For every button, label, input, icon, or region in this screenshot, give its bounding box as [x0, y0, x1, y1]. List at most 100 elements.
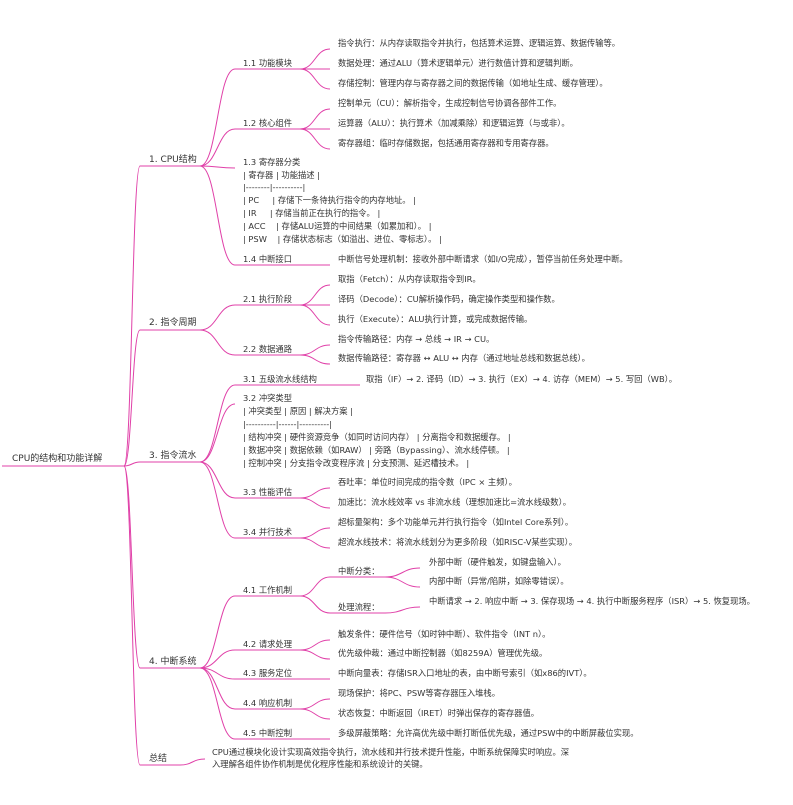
leaf-internal-interrupt[interactable]: 内部中断（异常/陷阱，如除零错误）。: [429, 576, 569, 586]
edge-leaf-0-0: [299, 48, 331, 70]
node-register-table-title[interactable]: 1.3 寄存器分类: [243, 157, 301, 167]
node-interrupt-system[interactable]: 4. 中断系统: [149, 657, 197, 667]
register-table-line: | IR | 存储当前正在执行的指令。 |: [243, 208, 381, 218]
leaf-speedup[interactable]: 加速比：流水线效率 vs 非流水线（理想加速比=流水线级数）。: [338, 497, 572, 507]
edge-handling-steps: [384, 606, 421, 614]
node-request-handling[interactable]: 4.2 请求处理: [243, 639, 293, 649]
edge-leaf-8-0: [299, 639, 331, 651]
leaf-data-processing[interactable]: 数据处理：通过ALU（算术逻辑单元）进行数值计算和逻辑判断。: [338, 58, 578, 68]
register-table-line: | ACC | 存储ALU运算的中间结果（如累加和）。 |: [243, 221, 432, 231]
hazard-table-line: | 控制冲突 | 分支指令改变程序流 | 分支预测、延迟槽技术。 |: [243, 458, 470, 468]
edge-sec-330-0: [199, 304, 236, 331]
edge-sec-462-3: [199, 461, 236, 539]
node-performance-eval[interactable]: 3.3 性能评估: [243, 487, 293, 497]
leaf-alu[interactable]: 运算器（ALU）：执行算术（加减乘除）和逻辑运算（与或非）。: [338, 118, 570, 128]
edge-sec-462-1: [199, 403, 236, 463]
edge-leaf-1-2: [299, 128, 331, 150]
edge-sec-330-1: [199, 329, 236, 356]
node-instruction-pipeline[interactable]: 3. 指令流水: [149, 451, 197, 461]
leaf-control-unit[interactable]: 控制单元（CU）：解析指令，生成控制信号协调各部件工作。: [338, 98, 562, 108]
leaf-external-interrupt[interactable]: 外部中断（硬件触发，如键盘输入）。: [429, 557, 566, 567]
leaf-masking-strategy[interactable]: 多级屏蔽策略：允许高优先级中断打断低优先级，通过PSW中的中断屏蔽位实现。: [338, 728, 639, 738]
edge-leaf-10-0: [299, 698, 331, 710]
node-exec-stages[interactable]: 2.1 执行阶段: [243, 294, 293, 304]
hazard-table-line: | 结构冲突 | 硬件资源竞争（如同时访问内存） | 分离指令和数据缓存。 |: [243, 432, 511, 442]
edge-leaf-4-1: [299, 354, 331, 365]
edge-sec-462-2: [199, 461, 236, 499]
edge-leaf-10-1: [299, 708, 331, 720]
node-service-location[interactable]: 4.3 服务定位: [243, 668, 293, 678]
edge-sec-166-1: [199, 128, 236, 167]
edge-leaf-5-0: [299, 487, 331, 499]
leaf-superscalar[interactable]: 超标量架构：多个功能单元并行执行指令（如Intel Core系列）。: [338, 517, 574, 527]
node-core-components[interactable]: 1.2 核心组件: [243, 118, 293, 128]
edge-sec-668-1: [199, 649, 236, 669]
leaf-decode[interactable]: 译码（Decode）：CU解析操作码，确定操作类型和操作数。: [338, 294, 560, 304]
edge-root-s3: [123, 461, 141, 467]
edge-leaf-3-0: [299, 284, 331, 306]
edge-root-s2: [123, 329, 141, 467]
register-table-line: | PSW | 存储状态标志（如溢出、进位、零标志）。 |: [243, 234, 442, 244]
node-hazard-table-title[interactable]: 3.2 冲突类型: [243, 393, 293, 403]
root-node[interactable]: CPU的结构和功能详解: [12, 454, 103, 464]
node-function-modules[interactable]: 1.1 功能模块: [243, 58, 293, 68]
edge-root-s5: [123, 465, 141, 766]
leaf-register-file[interactable]: 寄存器组：临时存储数据，包括通用寄存器和专用寄存器。: [338, 138, 554, 148]
register-table-line: | 寄存器 | 功能描述 |: [243, 170, 321, 180]
edge-sec-462-0: [199, 384, 236, 463]
leaf-pipeline-stages[interactable]: 取指（IF）→ 2. 译码（ID）→ 3. 执行（EX）→ 4. 访存（MEM）…: [366, 374, 678, 384]
edge-root-s1: [123, 165, 141, 467]
edge-ext-int: [384, 567, 421, 578]
node-five-stage-pipeline[interactable]: 3.1 五级流水线结构: [243, 374, 317, 384]
leaf-trigger-conditions[interactable]: 触发条件：硬件信号（如时钟中断）、软件指令（INT n）。: [338, 629, 551, 639]
leaf-execute[interactable]: 执行（Execute）：ALU执行计算，或完成数据传输。: [338, 314, 533, 324]
leaf-storage-control[interactable]: 存储控制：管理内存与寄存器之间的数据传输（如地址生成、缓存管理）。: [338, 78, 608, 88]
hazard-table-line: |----------|------|----------|: [243, 419, 333, 429]
register-table-line: |--------|----------|: [243, 182, 306, 192]
node-instruction-cycle[interactable]: 2. 指令周期: [149, 318, 197, 328]
edge-leaf-7-1: [299, 595, 331, 614]
node-summary[interactable]: 总结: [149, 754, 168, 764]
leaf-vector-table[interactable]: 中断向量表：存储ISR入口地址的表，由中断号索引（如x86的IVT）。: [338, 668, 592, 678]
edge-leaf-6-0: [299, 527, 331, 539]
edge-leaf-3-2: [299, 304, 331, 326]
leaf-state-restore[interactable]: 状态恢复：中断返回（IRET）时弹出保存的寄存器值。: [338, 708, 540, 718]
node-handling-flow[interactable]: 处理流程：: [338, 602, 380, 612]
leaf-context-save[interactable]: 现场保护：将PC、PSW等寄存器压入堆栈。: [338, 688, 501, 698]
node-interrupt-control[interactable]: 4.5 中断控制: [243, 728, 293, 738]
node-cpu-structure[interactable]: 1. CPU结构: [149, 155, 197, 165]
edge-leaf-1-0: [299, 108, 331, 130]
edge-root-s4: [123, 465, 141, 669]
edge-summary: [179, 758, 206, 766]
leaf-superpipeline[interactable]: 超流水线技术：将流水线划分为更多阶段（如RISC-V某些实现）。: [338, 537, 578, 547]
hazard-table-line: | 数据冲突 | 数据依赖（如RAW） | 旁路（Bypassing）、流水线停…: [243, 445, 510, 455]
leaf-data-transfer-path[interactable]: 数据传输路径：寄存器 ↔ ALU ↔ 内存（通过地址总线和数据总线）。: [338, 353, 590, 363]
leaf-priority-arbitration[interactable]: 优先级仲裁：通过中断控制器（如8259A）管理优先级。: [338, 648, 548, 658]
edge-leaf-8-1: [299, 649, 331, 660]
leaf-instruction-path[interactable]: 指令传输路径：内存 → 总线 → IR → CU。: [338, 334, 495, 344]
leaf-interrupt-signal[interactable]: 中断信号处理机制：接收外部中断请求（如I/O完成），暂停当前任务处理中断。: [338, 254, 628, 264]
leaf-throughput[interactable]: 吞吐率：单位时间完成的指令数（IPC × 主频）。: [338, 477, 517, 487]
edge-leaf-5-1: [299, 497, 331, 509]
leaf-fetch[interactable]: 取指（Fetch）：从内存读取指令到IR。: [338, 274, 481, 284]
edge-sec-166-3: [199, 165, 236, 266]
leaf-handling-steps[interactable]: 中断请求 → 2. 响应中断 → 3. 保存现场 → 4. 执行中断服务程序（I…: [429, 596, 755, 606]
node-interrupt-types[interactable]: 中断分类：: [338, 566, 380, 576]
leaf-summary-text[interactable]: CPU通过模块化设计实现高效指令执行，流水线和并行技术提升性能，中断系统保障实时…: [212, 747, 570, 769]
node-response-mechanism[interactable]: 4.4 响应机制: [243, 698, 293, 708]
leaf-instruction-exec[interactable]: 指令执行：从内存读取指令并执行，包括算术运算、逻辑运算、数据传输等。: [338, 38, 621, 48]
edge-sec-166-0: [199, 68, 236, 167]
edge-leaf-7-0: [299, 576, 331, 597]
node-parallel-tech[interactable]: 3.4 并行技术: [243, 527, 293, 537]
node-interrupt-interface[interactable]: 1.4 中断接口: [243, 254, 293, 264]
edge-leaf-6-1: [299, 537, 331, 549]
node-work-mechanism[interactable]: 4.1 工作机制: [243, 585, 293, 595]
register-table-line: | PC | 存储下一条待执行指令的内存地址。 |: [243, 195, 417, 205]
edge-int-int: [384, 576, 421, 588]
edge-leaf-4-0: [299, 344, 331, 356]
node-data-path[interactable]: 2.2 数据通路: [243, 344, 293, 354]
edge-sec-668-4: [199, 667, 236, 740]
edge-sec-166-2: [199, 165, 236, 169]
